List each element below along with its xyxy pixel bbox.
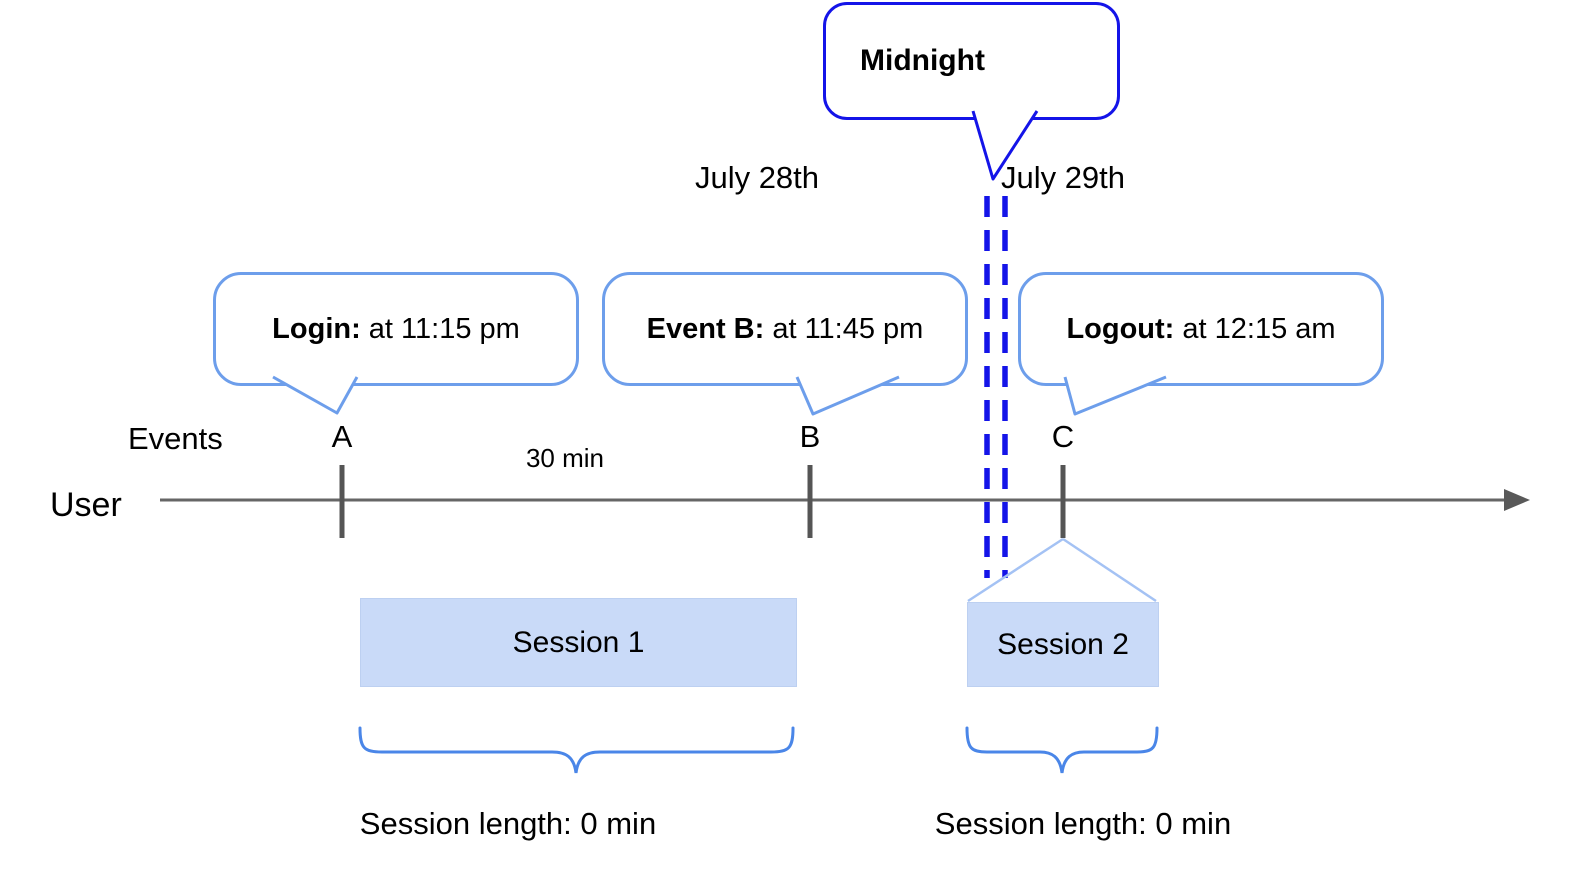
session-2-label: Session 2 — [997, 627, 1129, 661]
session-1-label: Session 1 — [512, 625, 645, 659]
session-1-box: Session 1 — [360, 598, 797, 687]
session-2-brace — [965, 726, 1159, 774]
event-b-callout-title: Event B: — [646, 312, 765, 345]
event-mark-b: B — [799, 419, 821, 454]
interval-label-30min: 30 min — [525, 443, 605, 473]
event-b-callout: Event B: at 11:45 pm — [602, 272, 968, 386]
midnight-callout: Midnight — [823, 2, 1120, 120]
date-label-july-29: July 29th — [1000, 160, 1126, 195]
login-callout: Login: at 11:15 pm — [213, 272, 579, 386]
event-mark-c: C — [1051, 419, 1075, 454]
session-2-box: Session 2 — [967, 602, 1159, 687]
event-mark-a: A — [331, 419, 353, 454]
user-row-label: User — [50, 486, 122, 524]
session-2-funnel-left — [967, 537, 1064, 603]
login-callout-time: at 11:15 pm — [360, 312, 520, 345]
timeline-arrowhead-icon — [1504, 489, 1530, 511]
logout-callout: Logout: at 12:15 am — [1018, 272, 1384, 386]
events-row-label: Events — [128, 421, 223, 456]
date-label-july-28: July 28th — [694, 160, 820, 195]
session-1-brace — [358, 726, 795, 774]
session-2-length-label: Session length: 0 min — [934, 806, 1232, 841]
session-1-length-label: Session length: 0 min — [359, 806, 657, 841]
session-2-funnel-right — [1062, 537, 1157, 603]
logout-callout-title: Logout: — [1066, 312, 1175, 345]
event-b-callout-time: at 11:45 pm — [764, 312, 924, 345]
logout-callout-time: at 12:15 am — [1174, 312, 1336, 345]
midnight-callout-label: Midnight — [860, 44, 985, 77]
login-callout-title: Login: — [272, 312, 361, 345]
